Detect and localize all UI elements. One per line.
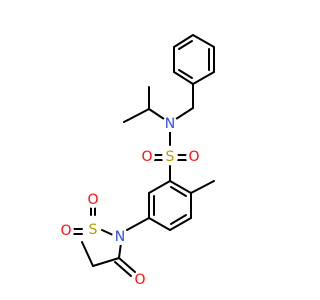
bond xyxy=(148,108,165,120)
label-backdrop xyxy=(58,223,74,239)
bond xyxy=(169,180,192,194)
bond xyxy=(192,34,215,48)
bond xyxy=(118,257,136,273)
bond xyxy=(178,40,193,50)
bond xyxy=(81,241,94,267)
atom-n-ring: N xyxy=(115,229,125,245)
atom-s-ring: S xyxy=(89,222,98,238)
atom-o-ring-top: O xyxy=(87,192,98,208)
label-backdrop xyxy=(112,229,128,245)
atom-o-carbonyl: O xyxy=(134,272,145,288)
atom-o-sulfonamide-left: O xyxy=(141,149,152,165)
bond xyxy=(92,257,120,267)
label-backdrop xyxy=(85,222,101,238)
label-backdrop xyxy=(132,272,148,288)
bond xyxy=(123,108,150,123)
bond xyxy=(148,180,171,194)
label-backdrop xyxy=(186,149,202,165)
label-backdrop xyxy=(162,116,178,132)
bond xyxy=(170,214,187,225)
bond xyxy=(101,229,114,236)
bond xyxy=(178,69,193,79)
bond xyxy=(126,217,150,231)
bond xyxy=(114,261,132,277)
bond xyxy=(173,34,194,48)
bond xyxy=(173,71,194,85)
bond-layer xyxy=(73,34,215,277)
atom-o-sulfonamide-right: O xyxy=(188,149,199,165)
bond xyxy=(175,107,194,120)
bond xyxy=(118,242,122,259)
bond xyxy=(190,180,215,194)
atom-n-amide: N xyxy=(165,116,175,132)
bond xyxy=(169,217,192,231)
bond xyxy=(170,186,187,197)
atom-label-layer: N S O O O S O N O xyxy=(58,116,202,288)
label-backdrop xyxy=(85,192,101,208)
bond xyxy=(192,71,215,85)
label-backdrop xyxy=(162,149,178,165)
label-backdrop xyxy=(139,149,155,165)
bond xyxy=(148,217,171,231)
molecule-structure: N S O O O S O N O xyxy=(58,34,215,288)
atom-o-ring-left: O xyxy=(60,223,71,239)
atom-s-sulfonamide: S xyxy=(166,149,175,165)
